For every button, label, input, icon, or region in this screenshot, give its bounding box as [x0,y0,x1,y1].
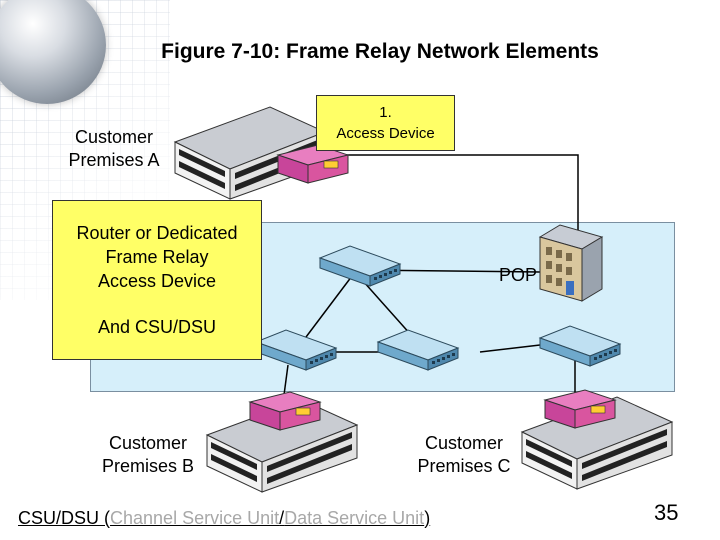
router-line-2: Frame Relay [105,247,209,267]
switch-icon [319,245,401,287]
switch-icon [255,329,337,371]
globe-icon [0,0,106,104]
access-link-a [342,154,579,240]
premises-b-label: Customer Premises B [94,432,202,478]
link-mid-right [479,344,541,353]
router-line-4: And CSU/DSU [97,317,217,337]
callout-label: Access Device [336,125,435,142]
premises-a-label: Customer Premises A [62,126,166,172]
premises-b-line-1: Customer [108,433,188,453]
footer-close: ) [424,508,431,528]
premises-c-label: Customer Premises C [410,432,518,478]
pop-label: POP [498,265,537,285]
premises-c-line-2: Premises C [417,456,511,476]
premises-a-line-1: Customer [74,127,154,147]
footer-part-2: Data Service Unit [284,508,425,528]
switch-icon [539,325,621,367]
switch-icon [377,329,459,371]
footer-term: CSU/DSU [18,508,100,528]
premises-c-line-1: Customer [424,433,504,453]
footer-slash: / [279,508,285,528]
slide-title: Figure 7-10: Frame Relay Network Element… [161,40,599,63]
footer-open: ( [99,508,111,528]
pop-building-icon [538,224,604,302]
link-switch-top-left [299,271,356,346]
router-callout-text: Router or Dedicated Frame Relay Access D… [53,221,261,293]
footer-definition: CSU/DSU (Channel Service Unit/Data Servi… [18,508,430,529]
premises-a-line-2: Premises A [68,150,160,170]
callout-number: 1. [379,104,392,121]
router-callout: Router or Dedicated Frame Relay Access D… [52,200,262,360]
premises-b-line-2: Premises B [101,456,195,476]
router-line-1: Router or Dedicated [76,223,238,243]
footer-part-1: Channel Service Unit [110,508,280,528]
router-line-3: Access Device [97,271,217,291]
page-number: 35 [654,500,679,525]
access-device-callout: 1. Access Device [316,95,455,151]
